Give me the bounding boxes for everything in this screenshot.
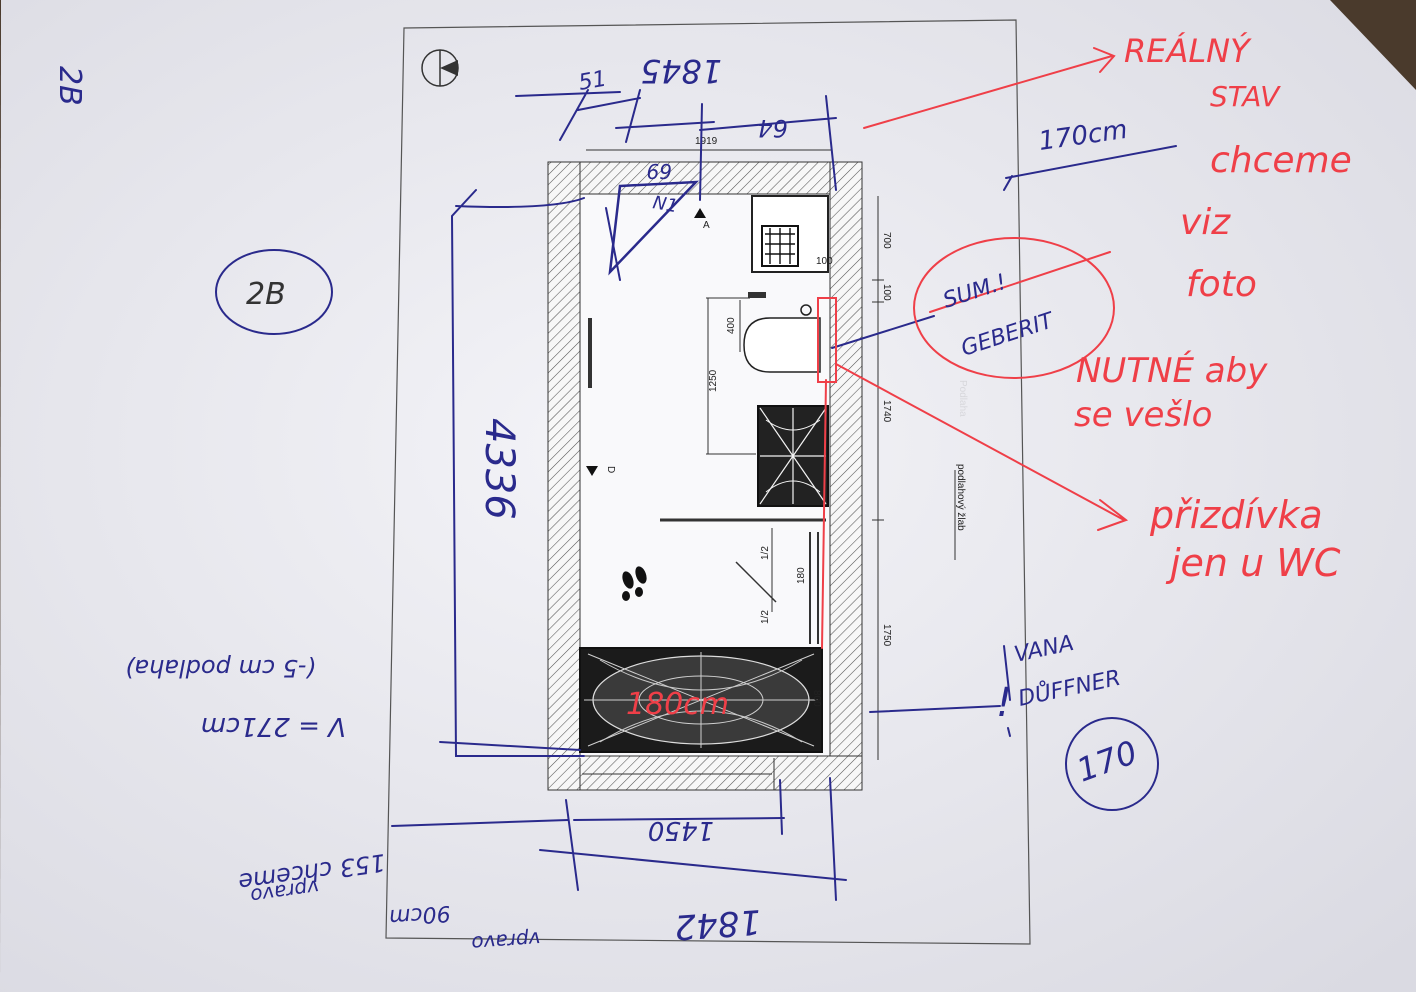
note-realny: REÁLNÝ <box>1124 32 1252 70</box>
page-tag-circle: 2B <box>246 277 286 312</box>
dim-tub-side: 800 <box>811 690 822 707</box>
note-top-total: 1845 <box>641 52 722 90</box>
washbasin-fixture <box>751 195 829 273</box>
note-bottom-80: 90cm <box>388 900 451 929</box>
note-stav: STAV <box>1210 80 1281 113</box>
note-bottom-1842: 1842 <box>673 901 762 947</box>
dim-gap: 100 <box>881 284 892 301</box>
note-inner-n1: N1 <box>651 192 679 217</box>
dim-lower-left-a: 1/2 <box>760 546 771 560</box>
note-bottom-1450: 1450 <box>648 815 714 845</box>
print-frame <box>385 19 1031 945</box>
note-v-2: (-5 cm podlaha) <box>125 654 316 682</box>
dim-middle-right: 1740 <box>881 400 892 423</box>
compass-icon <box>421 49 459 87</box>
red-ink-strokes <box>817 47 1129 649</box>
section-d-label: D <box>605 466 616 473</box>
note-v-1: V = 271cm <box>201 711 346 741</box>
note-nutne: NUTNÉ aby <box>1076 350 1268 391</box>
toilet-fixture <box>743 292 821 373</box>
dim-lower-left-b: 1/2 <box>760 610 771 624</box>
dim-stub: 400 <box>726 317 737 334</box>
note-foto: foto <box>1186 264 1257 305</box>
section-markers <box>586 208 706 476</box>
section-a-label: A <box>703 220 710 231</box>
dim-right-top: 700 <box>881 232 892 249</box>
note-prizdivka: přizdívka <box>1149 493 1323 537</box>
plan-interior-lines <box>579 149 956 790</box>
blue-ink-strokes <box>215 89 1177 901</box>
note-bottom-80-b: vpravo <box>471 927 542 956</box>
note-se-veslo: se vešlo <box>1074 395 1212 435</box>
note-chceme: chceme <box>1210 140 1352 181</box>
dim-lower-right: 1750 <box>881 624 892 647</box>
ghost-watermark: Podlaha <box>957 380 968 417</box>
drain-label: podlahový žlab <box>955 464 966 531</box>
footprints-icon <box>622 566 647 601</box>
note-exclam: ! <box>996 680 1012 726</box>
note-left-height: 4336 <box>476 418 522 520</box>
note-inner-69: 69 <box>647 159 672 183</box>
bathtub-fixture <box>579 647 823 753</box>
sheet-label: 2B <box>52 66 87 106</box>
note-viz: viz <box>1180 202 1231 243</box>
dim-lower-small: 180 <box>796 567 807 584</box>
shower-tray <box>757 405 829 507</box>
dim-wall-top: 1919 <box>695 136 718 147</box>
dim-middle-left: 1250 <box>708 369 719 392</box>
note-top-51: 51 <box>577 66 609 95</box>
dim-small: 100 <box>816 256 833 267</box>
note-tub-180: 180cm <box>626 687 729 722</box>
note-jen-wc: jen u WC <box>1165 541 1341 585</box>
note-top-64: 64 <box>757 114 788 142</box>
